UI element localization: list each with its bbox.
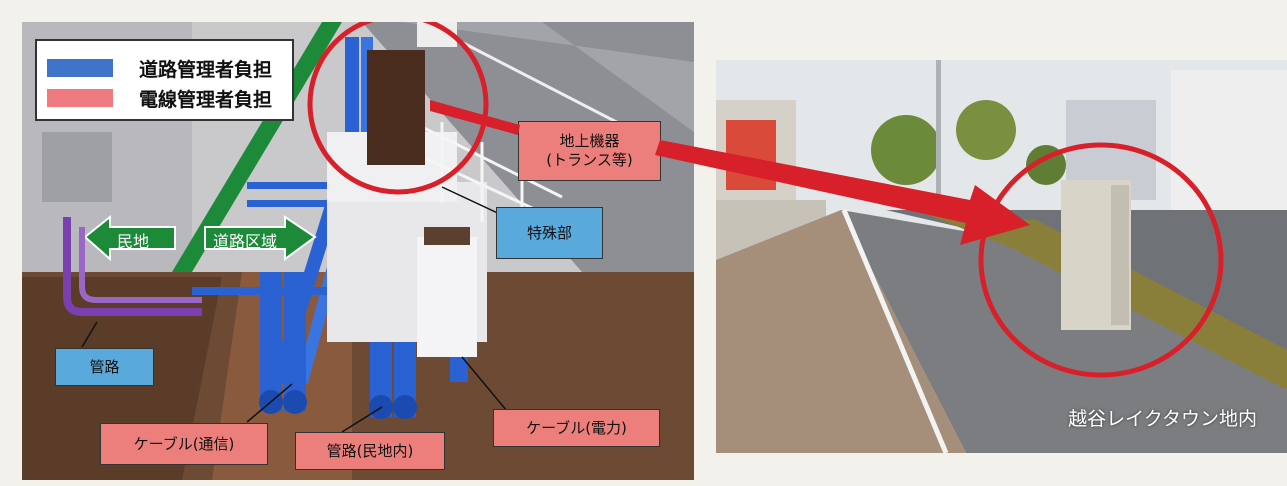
legend-swatch-red — [47, 89, 113, 107]
arrow-right-red-icon — [655, 140, 1030, 245]
legend-item-cable: 電線管理者負担 — [47, 85, 272, 111]
legend-label-road: 道路管理者負担 — [139, 58, 273, 81]
legend-label-cable: 電線管理者負担 — [139, 88, 273, 111]
legend-item-road: 道路管理者負担 — [47, 55, 272, 81]
legend: 道路管理者負担 電線管理者負担 — [35, 39, 294, 121]
arrow-left-icon — [85, 215, 176, 262]
callout-special-section-text: 特殊部 — [526, 223, 572, 242]
service-pipe — [192, 287, 432, 295]
connector-arrow — [430, 100, 1030, 245]
callout-ground-equipment-line1: 地上機器 — [559, 132, 620, 151]
callout-conduit-text: 管路 — [89, 357, 120, 376]
highlight-circle — [307, 22, 489, 195]
boundary-arrows — [85, 215, 317, 262]
callout-conduit-private-text: 管路(民地内) — [326, 441, 414, 460]
callout-cable-power-text: ケーブル(電力) — [526, 418, 627, 437]
cable-bundle-telecom — [259, 272, 307, 414]
callout-cable-telecom: ケーブル(通信) — [100, 423, 268, 465]
private-pipe — [63, 217, 202, 316]
sidewalk — [716, 210, 966, 453]
boundary-line — [172, 22, 342, 272]
callout-cable-power: ケーブル(電力) — [493, 409, 660, 447]
label-private-land: 民地 — [117, 232, 150, 251]
arrow-right-icon — [204, 215, 317, 261]
callout-conduit-private: 管路(民地内) — [295, 432, 445, 470]
ground-equipment-box — [367, 50, 425, 165]
street-photo: 越谷レイクタウン地内 — [716, 60, 1287, 453]
photo-caption: 越谷レイクタウン地内 — [1068, 408, 1257, 430]
callout-cable-telecom-text: ケーブル(通信) — [133, 434, 235, 453]
label-road-area: 道路区域 — [213, 232, 278, 251]
callout-special-section: 特殊部 — [496, 207, 603, 259]
callout-ground-equipment-line2: (トランス等) — [546, 151, 633, 169]
street-photo-drawing — [716, 60, 1287, 453]
legend-swatch-blue — [47, 59, 113, 77]
callout-ground-equipment: 地上機器 (トランス等) — [518, 121, 661, 181]
callout-conduit: 管路 — [55, 348, 154, 386]
highlight-circle-photo — [978, 142, 1224, 378]
road — [886, 210, 1287, 360]
